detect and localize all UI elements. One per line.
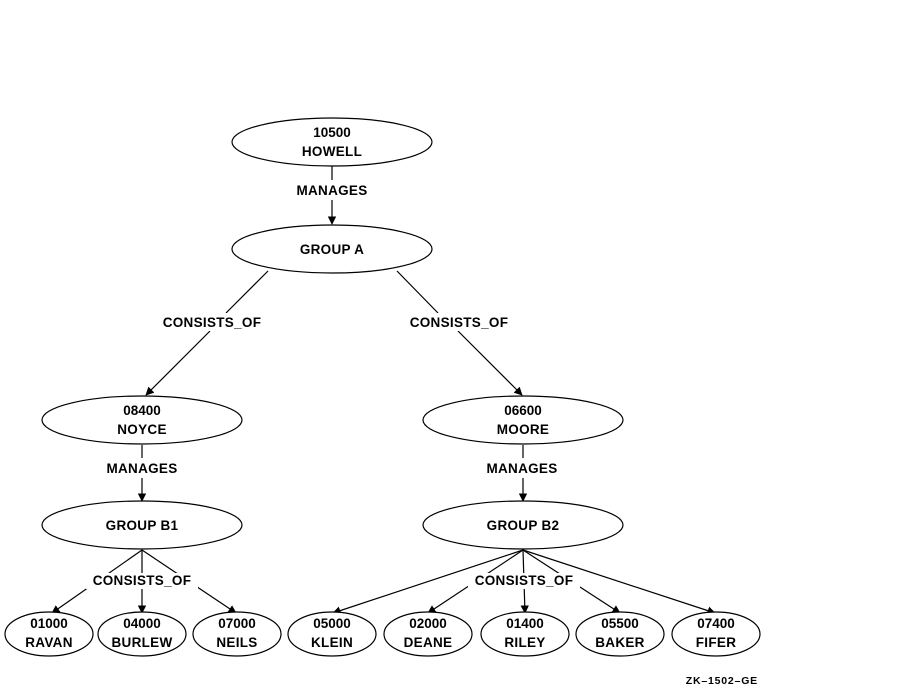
edge-group-a-to-moore-lower (457, 330, 523, 396)
node-burlew-id: 04000 (123, 616, 161, 631)
edge-label-howell-manages: MANAGES (296, 183, 367, 198)
node-howell-name: HOWELL (302, 144, 362, 159)
node-riley-id: 01400 (506, 616, 544, 631)
node-group-b2: GROUP B2 (422, 500, 624, 550)
node-neils: 07000 NEILS (192, 611, 282, 657)
edge-label-group-b1-consists: CONSISTS_OF (93, 573, 192, 588)
node-howell: 10500 HOWELL (231, 117, 433, 167)
edge-label-moore-manages: MANAGES (486, 461, 557, 476)
node-group-b1: GROUP B1 (41, 500, 243, 550)
node-neils-id: 07000 (218, 616, 256, 631)
edge-label-group-b2-consists: CONSISTS_OF (475, 573, 574, 588)
node-ravan-name: RAVAN (25, 635, 73, 650)
node-group-b2-label: GROUP B2 (487, 518, 560, 533)
node-noyce-name: NOYCE (117, 422, 167, 437)
node-deane-name: DEANE (404, 635, 453, 650)
node-noyce: 08400 NOYCE (41, 395, 243, 445)
node-group-b1-label: GROUP B1 (106, 518, 179, 533)
edge-group-b2-to-klein (332, 549, 524, 615)
edge-group-a-to-noyce-upper (225, 270, 269, 314)
edge-group-b2-to-fifer (522, 549, 716, 615)
node-klein: 05000 KLEIN (287, 611, 377, 657)
node-baker-id: 05500 (601, 616, 639, 631)
edge-label-group-a-consists-left: CONSISTS_OF (163, 315, 262, 330)
edge-group-a-to-moore-upper (396, 270, 439, 314)
node-baker-name: BAKER (595, 635, 645, 650)
node-klein-id: 05000 (313, 616, 351, 631)
node-moore: 06600 MOORE (422, 395, 624, 445)
edge-label-group-a-consists-right: CONSISTS_OF (410, 315, 509, 330)
node-burlew-name: BURLEW (111, 635, 172, 650)
figure-id: ZK–1502–GE (686, 675, 758, 687)
node-ravan: 01000 RAVAN (4, 611, 94, 657)
node-riley-name: RILEY (504, 635, 545, 650)
node-deane: 02000 DEANE (383, 611, 473, 657)
node-group-a: GROUP A (231, 224, 433, 274)
node-baker: 05500 BAKER (575, 611, 665, 657)
node-fifer-id: 07400 (697, 616, 735, 631)
node-deane-id: 02000 (409, 616, 447, 631)
edge-group-a-to-noyce-lower (145, 330, 211, 396)
node-klein-name: KLEIN (311, 635, 353, 650)
node-noyce-id: 08400 (123, 403, 161, 418)
node-howell-id: 10500 (313, 125, 351, 140)
edge-label-noyce-manages: MANAGES (106, 461, 177, 476)
node-moore-name: MOORE (497, 422, 550, 437)
node-group-a-label: GROUP A (300, 242, 364, 257)
node-ravan-id: 01000 (30, 616, 68, 631)
node-riley: 01400 RILEY (480, 611, 570, 657)
node-fifer-name: FIFER (696, 635, 737, 650)
node-fifer: 07400 FIFER (671, 611, 761, 657)
node-moore-id: 06600 (504, 403, 542, 418)
node-neils-name: NEILS (216, 635, 257, 650)
node-burlew: 04000 BURLEW (97, 611, 187, 657)
